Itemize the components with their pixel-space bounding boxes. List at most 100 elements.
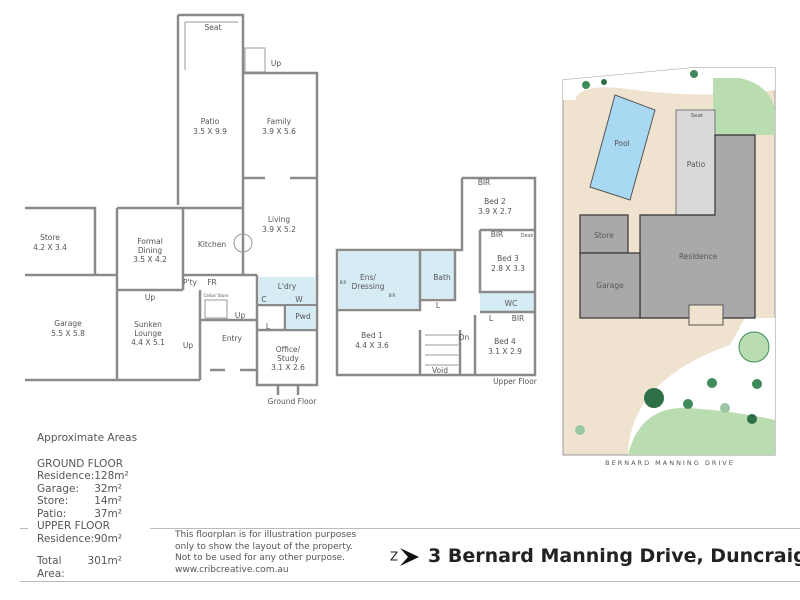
room-label: P'ty — [183, 278, 198, 287]
site-label-patio: Patio — [687, 160, 706, 169]
room-label: BIR — [478, 178, 491, 187]
area-row: Garage: 32m² — [37, 483, 122, 496]
upper-floor-heading: UPPER FLOOR — [37, 520, 110, 532]
total-area-label: Total Area: — [37, 555, 65, 580]
floor-label: Ground Floor — [268, 397, 318, 406]
room-label: Sunken — [134, 320, 162, 329]
room-label: Seat — [205, 23, 222, 32]
room-label: Void — [432, 366, 448, 375]
site-label-seat: Seat — [691, 113, 704, 119]
room-label: Family — [267, 117, 292, 126]
room-dimensions: 3.9 X 5.6 — [262, 127, 296, 136]
room-dimensions: 3.1 X 2.9 — [488, 347, 522, 356]
room-label: L — [436, 301, 441, 310]
area-row: Residence:90m² — [37, 533, 122, 546]
room-label: Up — [271, 59, 281, 68]
disclaimer-line: only to show the layout of the property. — [175, 541, 353, 552]
area-label: Residence: — [37, 532, 95, 545]
room-label: WC — [505, 299, 518, 308]
room-dimensions: 4.4 X 3.6 — [355, 341, 389, 350]
area-value: 90m² — [94, 532, 123, 545]
room-dimensions: 2.8 X 3.3 — [491, 264, 525, 273]
room-dimensions: 3.9 X 5.2 — [262, 225, 296, 234]
room-label: Store — [40, 233, 60, 242]
room-dimensions: 3.9 X 2.7 — [478, 207, 512, 216]
floor-label: Upper Floor — [493, 377, 538, 386]
north-arrow-icon: Z — [390, 546, 420, 568]
room-label: Up — [183, 341, 193, 350]
room-label: Living — [268, 215, 291, 224]
approximate-areas: Approximate Areas GROUND FLOOR Residence… — [37, 432, 137, 580]
area-label: Store: — [37, 495, 69, 507]
room-label: Bed 3 — [497, 254, 519, 263]
north-label: Z — [390, 549, 399, 564]
area-label: Garage: — [37, 482, 79, 495]
disclaimer-line: This floorplan is for illustration purpo… — [175, 530, 357, 540]
site-label-store: Store — [594, 231, 614, 240]
room-dimensions: 4.4 X 5.1 — [131, 338, 165, 347]
area-value: 37m² — [94, 507, 122, 520]
room-label: Bed 2 — [484, 197, 506, 206]
divider — [150, 528, 800, 529]
room-label: Dining — [138, 246, 162, 255]
room-label: Formal — [137, 237, 163, 246]
area-row: Patio: 37m² — [37, 508, 122, 521]
room-label: L — [266, 322, 271, 331]
room-label: Bed 1 — [361, 331, 383, 340]
area-row: Residence:128m² — [37, 470, 129, 483]
room-label: Dn — [459, 333, 470, 342]
divider — [20, 528, 28, 529]
room-dimensions: 3.1 X 2.6 — [271, 363, 305, 372]
room-label: Entry — [222, 334, 243, 343]
room-label: Bath — [433, 273, 451, 282]
room-label: Office/ — [276, 345, 301, 354]
room-label: Patio — [201, 117, 220, 126]
room-label: W — [295, 295, 303, 304]
room-label: Desk — [521, 233, 534, 239]
room-label: Dressing — [352, 282, 385, 291]
room-label: Study — [277, 354, 299, 363]
total-area-value: 301m² — [87, 555, 122, 567]
room-label: BIR — [512, 314, 525, 323]
area-value: 32m² — [94, 482, 122, 495]
site-label-garage: Garage — [596, 281, 624, 290]
ground-floor-plan: Seat Up Patio 3.5 X 9.9 Family 3.9 X 5.6… — [25, 13, 319, 406]
disclaimer-line: Not to be used for any other purpose. — [175, 553, 346, 563]
room-label: Bed 4 — [494, 337, 516, 346]
upper-floor-plan: BIR Bed 2 3.9 X 2.7 BIR Desk Bed 3 2.8 X… — [335, 176, 538, 386]
room-label: L'dry — [278, 282, 297, 291]
area-value: 128m² — [94, 470, 129, 482]
areas-heading: Approximate Areas — [37, 432, 138, 444]
street-name: BERNARD MANNING DRIVE — [605, 459, 735, 467]
room-label: BIR — [340, 280, 347, 285]
room-label: Lounge — [134, 329, 162, 338]
room-label: Cellar/ Store — [204, 293, 229, 298]
room-label: Up — [235, 311, 245, 320]
area-label: Patio: — [37, 507, 67, 520]
total-area-row: Total Area: 301m² — [37, 555, 122, 580]
room-dimensions: 3.5 X 4.2 — [133, 255, 167, 264]
room-label: Kitchen — [198, 240, 226, 249]
room-dimensions: 5.5 X 5.8 — [51, 329, 85, 338]
room-label: L — [489, 314, 494, 323]
area-row: Store: 14m² — [37, 495, 122, 508]
ground-floor-heading: GROUND FLOOR — [37, 457, 123, 470]
area-label: Residence: — [37, 470, 95, 482]
room-dimensions: 4.2 X 3.4 — [33, 243, 67, 252]
room-label: Garage — [54, 319, 82, 328]
room-label: BIR — [491, 230, 504, 239]
site-plan: Pool Seat Patio Store Residence Garage B… — [562, 67, 776, 467]
room-label: C — [261, 295, 266, 304]
arrow-icon — [400, 548, 420, 566]
room-label: Up — [145, 293, 155, 302]
room-label: BIR — [389, 293, 396, 298]
area-value: 14m² — [94, 495, 122, 507]
room-label: Pwd — [295, 312, 311, 321]
website-link[interactable]: www.cribcreative.com.au — [175, 564, 289, 575]
disclaimer: This floorplan is for illustration purpo… — [175, 530, 356, 576]
room-label: Ens/ — [360, 273, 376, 282]
site-label-residence: Residence — [679, 252, 718, 261]
room-dimensions: 3.5 X 9.9 — [193, 127, 227, 136]
divider — [20, 581, 800, 582]
